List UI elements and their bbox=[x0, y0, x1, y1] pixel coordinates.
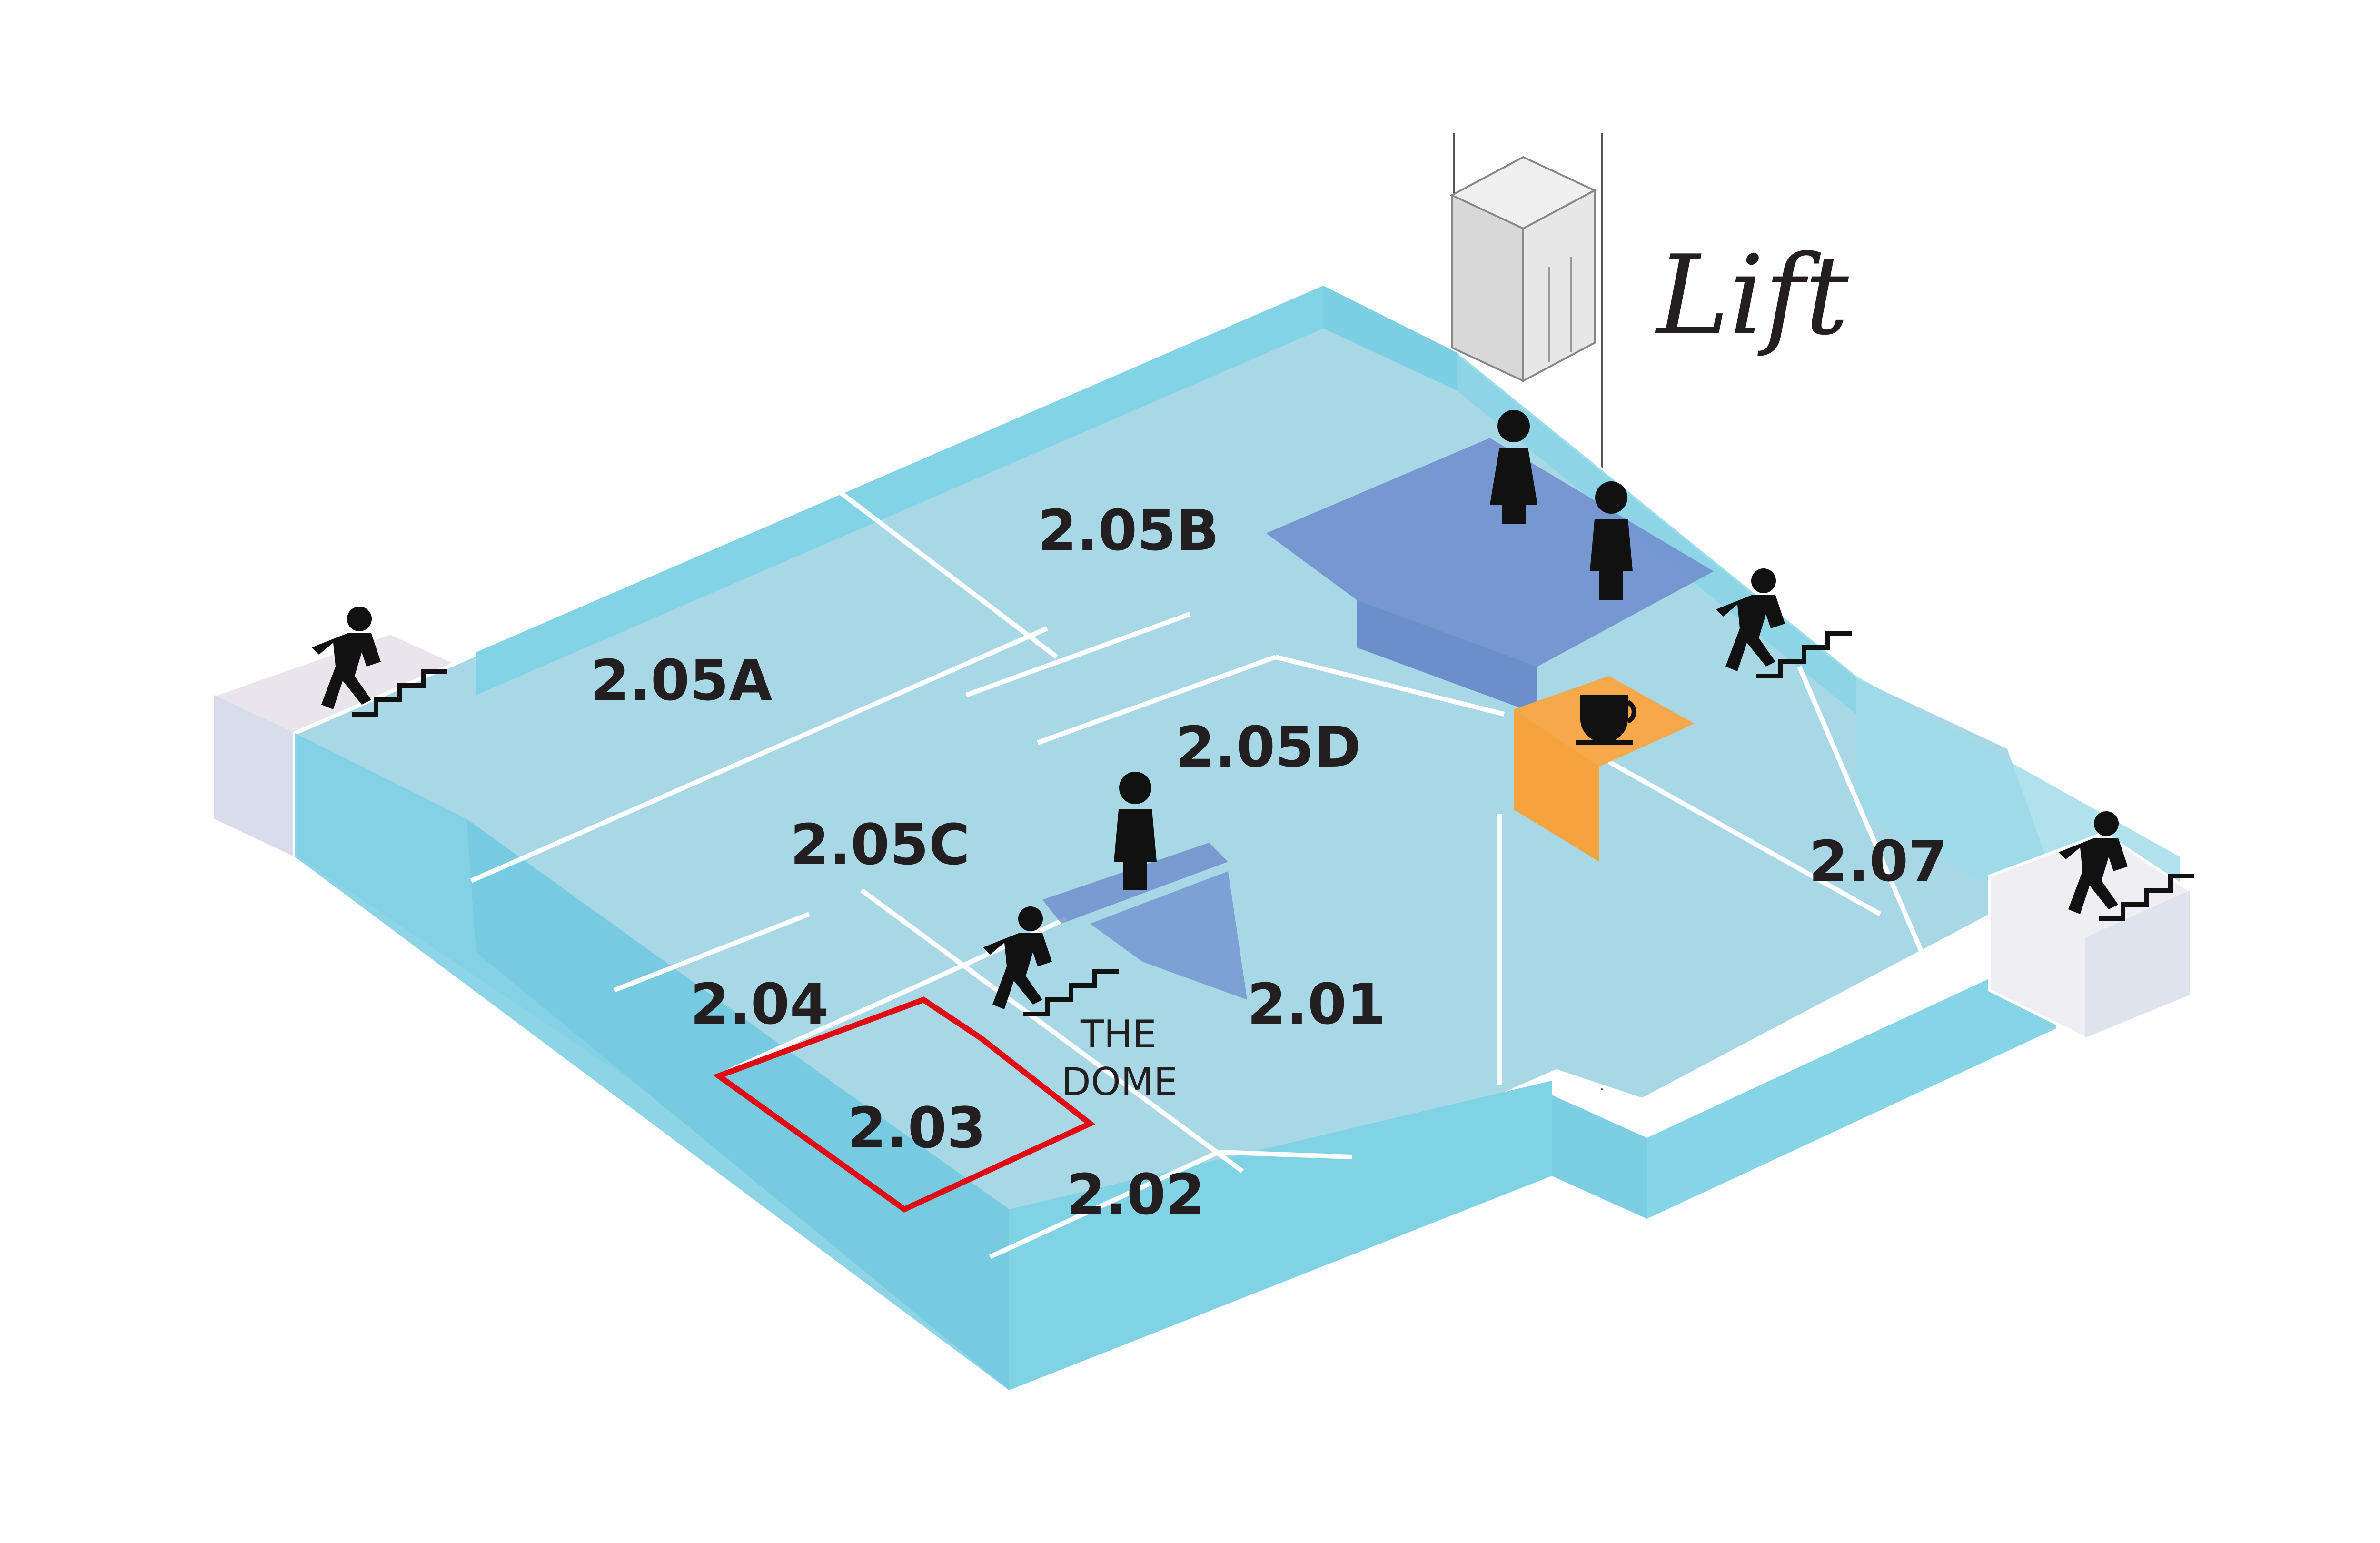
coffee-cup-icon bbox=[1576, 695, 1636, 745]
room-label-2-05c: 2.05C bbox=[790, 812, 970, 877]
building-walls bbox=[213, 283, 2191, 1390]
room-label-2-05b: 2.05B bbox=[1038, 498, 1219, 563]
room-label-dome-2: DOME bbox=[1061, 1060, 1178, 1104]
interior-walls bbox=[470, 474, 1944, 1259]
stairs-icon bbox=[2059, 811, 2194, 921]
accessible-person-icon bbox=[1114, 772, 1157, 890]
lift-label: Lift bbox=[1655, 232, 1849, 359]
stairs-icon bbox=[312, 607, 447, 717]
stairs-icon bbox=[1716, 568, 1852, 678]
room-label-2-05a: 2.05A bbox=[590, 647, 772, 713]
stairs-icon bbox=[983, 906, 1119, 1016]
room-label-2-02: 2.02 bbox=[1066, 1162, 1205, 1227]
room-label-2-03: 2.03 bbox=[847, 1095, 986, 1161]
female-toilet-icon bbox=[1490, 410, 1537, 524]
room-label-2-05d: 2.05D bbox=[1176, 714, 1361, 780]
male-toilet-icon bbox=[1590, 481, 1633, 600]
room-label-2-04: 2.04 bbox=[690, 971, 829, 1037]
lift-car-icon bbox=[1449, 156, 1597, 383]
room-label-2-07: 2.07 bbox=[1809, 828, 1947, 894]
room-label-dome-1: THE bbox=[1080, 1012, 1157, 1056]
highlight-room-2-03 bbox=[713, 996, 1096, 1213]
room-label-2-01: 2.01 bbox=[1247, 971, 1386, 1037]
